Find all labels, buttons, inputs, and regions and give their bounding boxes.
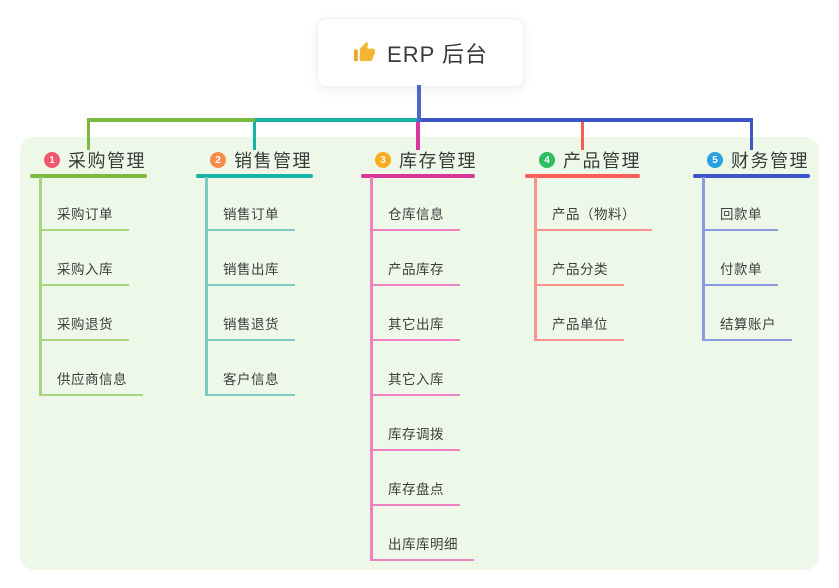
branch-underline [361,174,475,178]
child-node[interactable]: 采购订单 [39,195,129,231]
branch-header[interactable]: 4 产品管理 [539,149,641,171]
child-node[interactable]: 其它出库 [370,305,460,341]
branch-label: 采购管理 [68,151,146,171]
connector-segment [254,118,419,122]
branch-number-badge: 3 [375,152,391,168]
child-node[interactable]: 客户信息 [205,360,295,396]
child-node[interactable]: 付款单 [702,250,778,286]
branch-label: 产品管理 [563,151,641,171]
branch-label: 销售管理 [234,151,312,171]
branch-number-badge: 1 [44,152,60,168]
branch-label: 库存管理 [399,151,477,171]
child-node[interactable]: 销售出库 [205,250,295,286]
branch-child-line [702,177,705,341]
branch-child-line [370,177,373,561]
child-node[interactable]: 产品单位 [534,305,624,341]
branch-header[interactable]: 5 财务管理 [707,149,809,171]
connector-segment [417,118,754,122]
child-node[interactable]: 仓库信息 [370,195,460,231]
connector-segment [580,121,585,150]
child-node[interactable]: 采购入库 [39,250,129,286]
child-node[interactable]: 产品库存 [370,250,460,286]
connector-segment [749,121,754,150]
child-node[interactable]: 产品分类 [534,250,624,286]
thumbs-up-icon [353,41,376,64]
child-node[interactable]: 结算账户 [702,305,792,341]
child-node[interactable]: 其它入库 [370,360,460,396]
branch-underline [196,174,313,178]
branch-number-badge: 4 [539,152,555,168]
child-node[interactable]: 采购退货 [39,305,129,341]
connector-segment [417,85,421,122]
connector-segment [416,121,420,150]
child-node[interactable]: 出库库明细 [370,525,474,561]
root-label: ERP 后台 [387,41,488,67]
connector-segment [86,118,255,122]
branch-underline [693,174,810,178]
child-node[interactable]: 产品（物料） [534,195,652,231]
branch-header[interactable]: 1 采购管理 [44,149,146,171]
branches-panel [20,137,819,570]
branch-number-badge: 2 [210,152,226,168]
branch-header[interactable]: 2 销售管理 [210,149,312,171]
branch-underline [525,174,640,178]
child-node[interactable]: 库存盘点 [370,470,460,506]
branch-label: 财务管理 [731,151,809,171]
root-node[interactable]: ERP 后台 [317,18,524,87]
connector-segment [86,121,91,150]
branch-header[interactable]: 3 库存管理 [375,149,477,171]
child-node[interactable]: 回款单 [702,195,778,231]
branch-number-badge: 5 [707,152,723,168]
branch-child-line [534,177,537,341]
branch-child-line [39,177,42,396]
child-node[interactable]: 销售退货 [205,305,295,341]
child-node[interactable]: 供应商信息 [39,360,143,396]
child-node[interactable]: 库存调拨 [370,415,460,451]
connector-segment [252,121,257,150]
child-node[interactable]: 销售订单 [205,195,295,231]
branch-child-line [205,177,208,396]
branch-underline [30,174,147,178]
